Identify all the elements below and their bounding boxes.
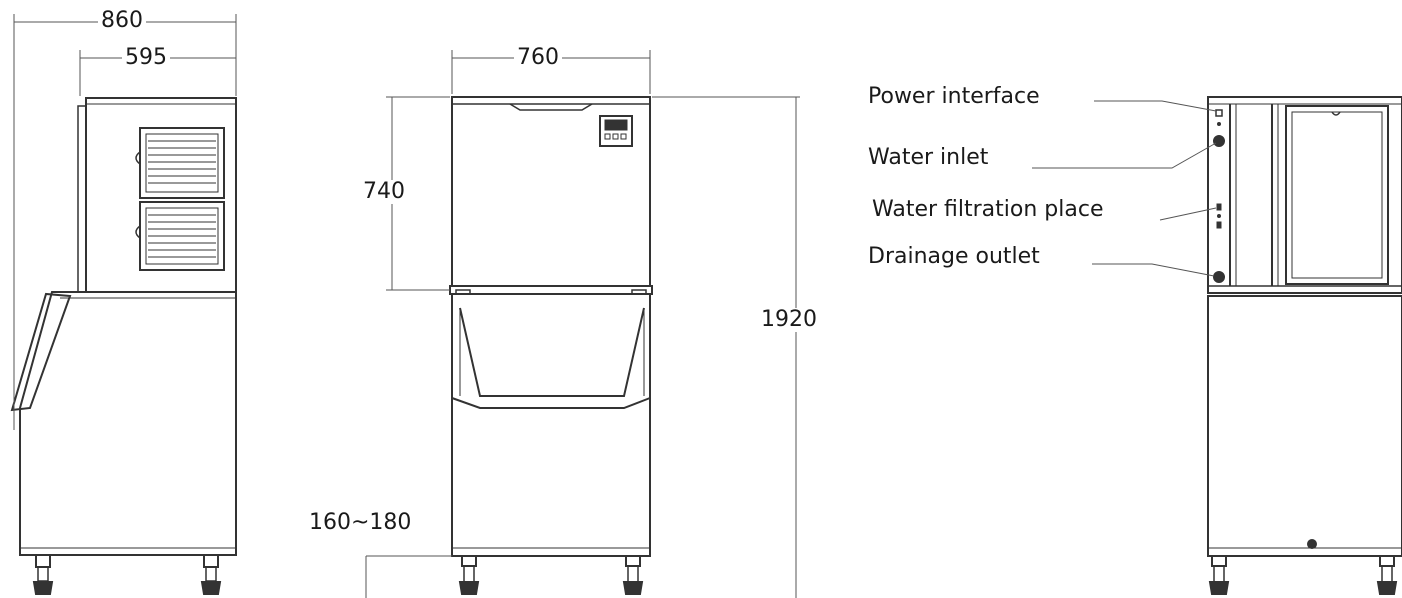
callout-water-inlet: Water inlet [868,145,989,170]
power-interface-port [1215,109,1223,117]
side-vent-grille-bottom [139,201,225,271]
leader-water-inlet [1032,142,1217,169]
dim-label-860: 860 [98,9,146,33]
leader-power-interface [1094,100,1217,112]
water-filtration-port [1216,203,1222,229]
front-legs [458,555,644,595]
rear-ice-bin [1207,295,1402,557]
dim-label-740: 740 [360,180,408,204]
leader-water-filtration [1159,207,1217,221]
side-head-rail [77,105,87,293]
rear-access-panel [1285,105,1389,285]
leader-drainage-outlet [1092,263,1215,277]
front-head-base [449,285,653,295]
callout-drainage-outlet: Drainage outlet [868,244,1040,269]
dim-label-1920: 1920 [758,308,820,332]
dim-label-760: 760 [514,46,562,70]
rear-legs [1208,555,1398,595]
side-head-unit [85,97,237,293]
callout-water-filtration-place: Water filtration place [872,197,1104,222]
rear-view [1207,96,1402,595]
front-ice-bin [451,293,651,557]
side-legs [32,554,222,595]
callout-power-interface: Power interface [868,84,1040,109]
side-vent-grille-top [139,127,225,199]
side-bin-door [10,292,72,412]
water-inlet-port [1213,135,1225,147]
dim-line-1920 [652,96,800,598]
dim-line-160-180 [365,555,452,598]
front-bin-door [459,307,645,397]
dim-label-595: 595 [122,46,170,70]
side-view [10,97,237,595]
drainage-outlet-port [1213,271,1225,283]
control-panel [599,115,633,147]
dim-label-160-180: 160~180 [306,511,415,535]
rear-head-unit [1207,96,1402,294]
side-ice-bin [19,291,237,556]
front-view [449,96,653,595]
